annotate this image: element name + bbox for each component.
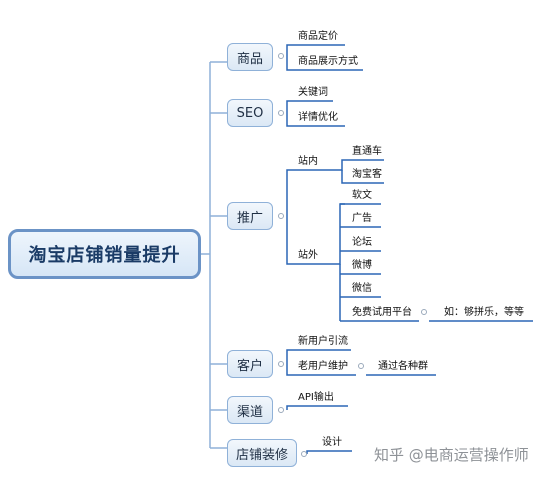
leaf-promo-taoke[interactable]: 淘宝客	[352, 169, 382, 180]
branch-product[interactable]: 商品	[227, 43, 273, 71]
collapse-knob-icon[interactable]	[358, 363, 364, 369]
leaf-promo-onsite[interactable]: 站内	[298, 156, 318, 167]
collapse-knob-icon[interactable]	[278, 110, 284, 116]
branch-seo[interactable]: SEO	[227, 99, 273, 127]
leaf-seo-keywords[interactable]: 关键词	[298, 87, 328, 98]
collapse-knob-icon[interactable]	[301, 451, 307, 457]
leaf-channel-api[interactable]: API输出	[298, 392, 334, 403]
collapse-knob-icon[interactable]	[278, 213, 284, 219]
leaf-promo-trial-example[interactable]: 如：够拼乐，等等	[444, 307, 524, 318]
collapse-knob-icon[interactable]	[421, 309, 427, 315]
watermark: 知乎 @电商运营操作师	[374, 446, 529, 464]
leaf-product-pricing[interactable]: 商品定价	[298, 31, 338, 42]
branch-decor[interactable]: 店铺装修	[227, 439, 297, 467]
leaf-customer-old[interactable]: 老用户维护	[298, 361, 348, 372]
leaf-promo-ads[interactable]: 广告	[352, 213, 372, 224]
leaf-promo-wechat[interactable]: 微信	[352, 283, 372, 294]
leaf-product-display[interactable]: 商品展示方式	[298, 56, 358, 67]
leaf-promo-weibo[interactable]: 微博	[352, 260, 372, 271]
leaf-seo-detail[interactable]: 详情优化	[298, 112, 338, 123]
leaf-promo-trial-platform[interactable]: 免费试用平台	[352, 307, 412, 318]
branch-customer[interactable]: 客户	[227, 350, 273, 378]
branch-promo[interactable]: 推广	[227, 202, 273, 230]
leaf-promo-softtext[interactable]: 软文	[352, 190, 372, 201]
leaf-promo-forum[interactable]: 论坛	[352, 237, 372, 248]
branch-channel[interactable]: 渠道	[227, 396, 273, 424]
leaf-customer-old-via[interactable]: 通过各种群	[378, 361, 428, 372]
collapse-knob-icon[interactable]	[278, 361, 284, 367]
leaf-promo-offsite[interactable]: 站外	[298, 250, 318, 261]
leaf-decor-design[interactable]: 设计	[322, 437, 342, 448]
leaf-customer-new[interactable]: 新用户引流	[298, 336, 348, 347]
root-topic[interactable]: 淘宝店铺销量提升	[8, 229, 201, 279]
collapse-knob-icon[interactable]	[278, 53, 284, 59]
leaf-promo-through-train[interactable]: 直通车	[352, 146, 382, 157]
collapse-knob-icon[interactable]	[278, 407, 284, 413]
